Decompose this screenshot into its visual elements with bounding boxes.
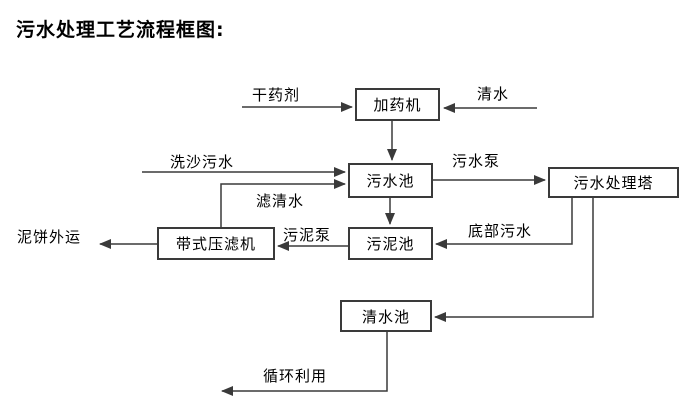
edge-label-sewage-pump: 污水泵 xyxy=(452,152,501,170)
edge-filtered-water-arrow xyxy=(220,179,346,227)
node-clean-water-pool: 清水池 xyxy=(340,300,432,332)
node-belt-filter-press: 带式压滤机 xyxy=(157,227,275,260)
node-sewage-treatment-tower: 污水处理塔 xyxy=(548,167,679,198)
edge-tower-to-clean-pool xyxy=(434,198,594,322)
edge-label-bottom-sewage: 底部污水 xyxy=(468,222,533,240)
edge-label-dry-agent: 干药剂 xyxy=(252,86,301,104)
edge-bottom-sewage-arrow xyxy=(435,198,573,249)
edge-label-recycle-use: 循环利用 xyxy=(263,367,328,385)
edge-label-filtered-water: 滤清水 xyxy=(256,192,305,210)
edge-label-clean-water: 清水 xyxy=(477,85,510,103)
node-sludge-pool: 污泥池 xyxy=(348,227,433,260)
edge-label-mud-cake-out: 泥饼外运 xyxy=(17,228,82,246)
edge-recycle-use-arrow xyxy=(221,332,388,396)
node-dosing-machine: 加药机 xyxy=(355,88,440,121)
node-sewage-pool: 污水池 xyxy=(348,163,433,198)
page-title: 污水处理工艺流程框图: xyxy=(16,19,225,41)
edge-label-sludge-pump: 污泥泵 xyxy=(283,226,332,244)
edge-label-sand-washing-sewage: 洗沙污水 xyxy=(170,153,235,171)
